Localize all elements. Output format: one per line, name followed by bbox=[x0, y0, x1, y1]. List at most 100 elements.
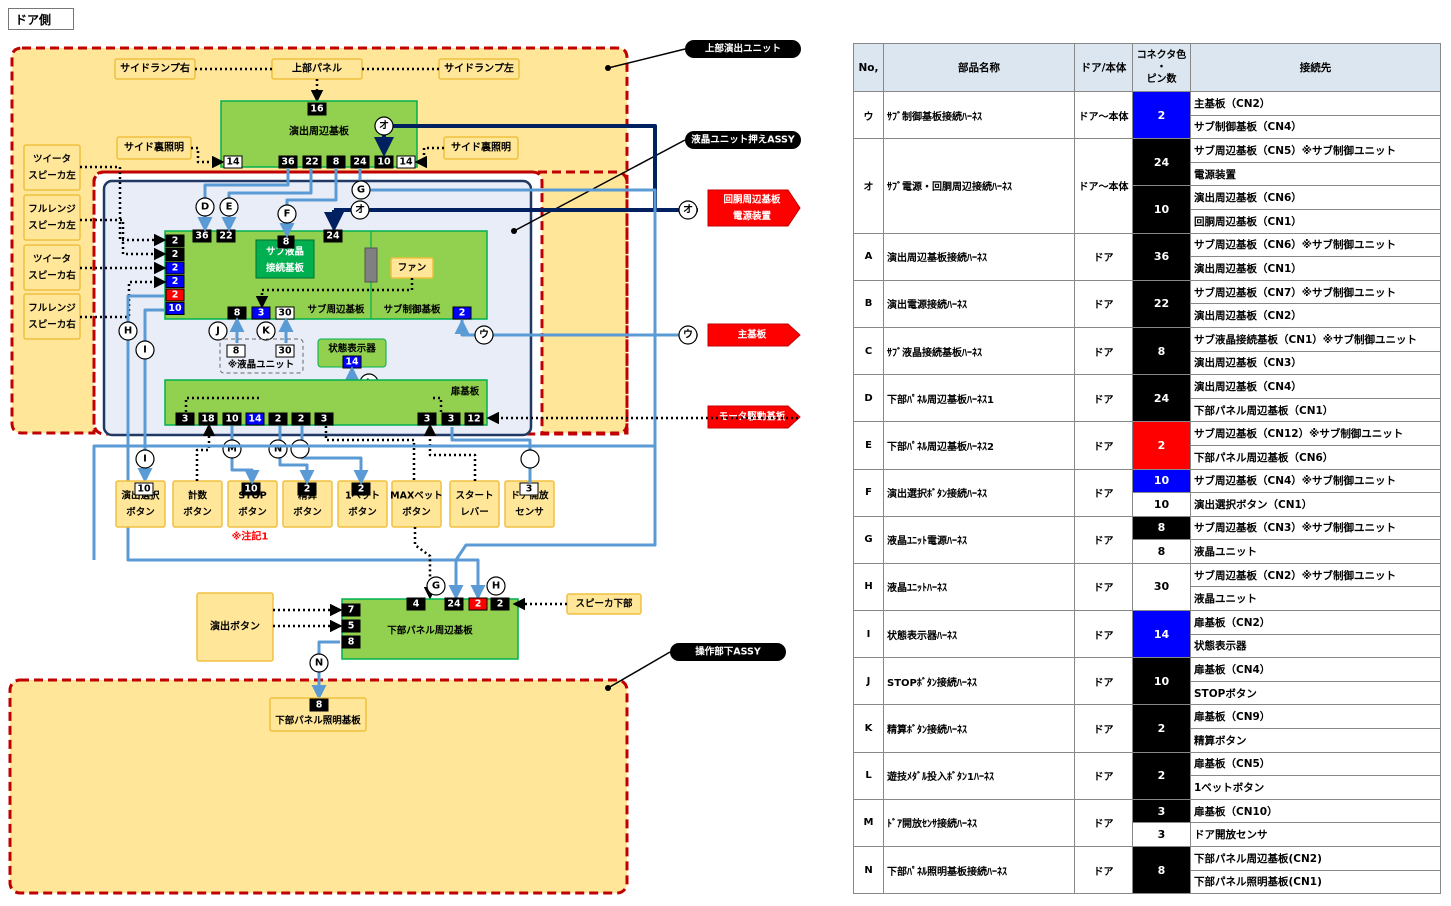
table-cell-connector: 2 bbox=[1132, 704, 1191, 753]
pin-tag-value: 24 bbox=[447, 599, 461, 610]
operation-unit-callout bbox=[670, 643, 786, 661]
table-cell-side: ドア bbox=[1074, 751, 1133, 800]
table-cell-connector: 2 bbox=[1132, 751, 1191, 800]
fullrange-right-box-label: スピーカ右 bbox=[28, 318, 76, 330]
table-cell-connector: 8 bbox=[1132, 539, 1191, 564]
pin-tag-value: 36 bbox=[195, 231, 209, 242]
table-cell-connector: 22 bbox=[1132, 279, 1191, 328]
table-cell-destination: サブ周辺基板（CN2）※サブ制御ユニット bbox=[1190, 562, 1441, 588]
sub-lcd-connection-board-label: 接続基板 bbox=[266, 262, 305, 274]
side-back-light-right-line bbox=[414, 146, 444, 169]
pin-tag bbox=[464, 412, 484, 426]
start-lever-line bbox=[423, 423, 477, 481]
side-back-light-left-box-label: サイド裏照明 bbox=[124, 141, 184, 154]
table-cell-connector: 8 bbox=[1132, 326, 1191, 376]
pin-tag-value: 10 bbox=[377, 157, 391, 168]
table-cell-name: 精算ﾎﾞﾀﾝ接続ﾊｰﾈｽ bbox=[883, 704, 1075, 753]
table-cell-side: ドア bbox=[1074, 232, 1133, 281]
sub-periph-board-label: サブ周辺基板 bbox=[307, 304, 365, 316]
pin-tag-value: 18 bbox=[201, 414, 215, 425]
pin-tag-value: 4 bbox=[413, 599, 420, 610]
table-cell-name: 下部ﾊﾟﾈﾙ周辺基板ﾊｰﾈｽ1 bbox=[883, 374, 1075, 423]
col-connector-line1: コネクタ色 bbox=[1136, 49, 1187, 61]
lcd-holder-callout-label: 液晶ユニット押えASSY bbox=[691, 134, 795, 146]
pin-tag bbox=[275, 344, 295, 358]
pin-tag-value: 7 bbox=[348, 605, 355, 616]
pin-tag-value: 3 bbox=[321, 414, 328, 425]
harness-marker-label: G bbox=[432, 581, 440, 592]
table-cell-no: D bbox=[853, 374, 884, 423]
pin-tag bbox=[165, 288, 185, 302]
harness-marker bbox=[678, 325, 698, 345]
table-cell-side: ドア bbox=[1074, 326, 1133, 376]
harness-marker bbox=[678, 200, 698, 220]
pin-tag-value: 24 bbox=[353, 157, 367, 168]
btn-maxbet-box bbox=[391, 480, 442, 528]
pin-tag-value: 8 bbox=[316, 700, 323, 711]
fullrange-right-box-label: フルレンジ bbox=[28, 303, 76, 314]
pin-tag-value: 2 bbox=[475, 599, 482, 610]
col-connector-line2: ・ bbox=[1156, 61, 1167, 73]
pin-tag bbox=[291, 412, 311, 426]
pin-tag bbox=[222, 412, 242, 426]
pin-tag-value: 10 bbox=[225, 414, 239, 425]
tweeter-right-box bbox=[23, 244, 81, 291]
pin-tag-value: 30 bbox=[278, 346, 292, 357]
operation-unit-callout-leader bbox=[607, 651, 671, 689]
table-cell-name: 状態表示器ﾊｰﾈｽ bbox=[883, 610, 1075, 659]
col-destination: 接続先 bbox=[1190, 43, 1441, 92]
table-cell-destination: 状態表示器 bbox=[1190, 633, 1441, 659]
harness-n-line bbox=[311, 640, 340, 700]
table-row: 状態表示器 bbox=[854, 633, 1441, 659]
pin-tag bbox=[307, 102, 327, 116]
btn-maxbet-box-label: ボタン bbox=[402, 506, 431, 518]
upper-unit-callout-leader bbox=[607, 48, 686, 69]
pin-tag-value: 3 bbox=[448, 414, 455, 425]
effect-periph-board-label: 演出周辺基板 bbox=[289, 125, 350, 138]
table-cell-destination: 演出周辺基板（CN4） bbox=[1190, 374, 1441, 399]
table-cell-no: I bbox=[853, 610, 884, 659]
fullrange-right-box bbox=[23, 293, 81, 340]
table-cell-side: ドア bbox=[1074, 657, 1133, 706]
pin-tag-value: 2 bbox=[172, 290, 179, 301]
table-cell-no: C bbox=[853, 326, 884, 376]
table-cell-destination: 下部パネル周辺基板（CN6） bbox=[1190, 444, 1441, 470]
table-cell-side: ドア bbox=[1074, 845, 1133, 895]
fullrange-left-box bbox=[23, 194, 81, 241]
harness-marker bbox=[374, 116, 394, 136]
note1-label: ※注記1 bbox=[232, 530, 269, 543]
table-cell-no: B bbox=[853, 279, 884, 328]
table-row: 演出周辺基板（CN1） bbox=[854, 256, 1441, 281]
table-cell-destination: 液晶ユニット bbox=[1190, 586, 1441, 612]
sub-control-board-label: サブ制御基板 bbox=[383, 304, 441, 316]
table-cell-no: M bbox=[853, 798, 884, 848]
pin-tag-value: 14 bbox=[345, 357, 359, 368]
table-cell-destination: 扉基板（CN4） bbox=[1190, 657, 1441, 682]
table-cell-side: ドア bbox=[1074, 279, 1133, 328]
pin-tag-value: 2 bbox=[304, 484, 311, 495]
table-cell-name: 液晶ﾕﾆｯﾄﾊｰﾈｽ bbox=[883, 562, 1075, 612]
table-cell-destination: 下部パネル周辺基板(CN2) bbox=[1190, 846, 1441, 871]
table-cell-side: ドア～本体 bbox=[1074, 138, 1133, 234]
rotary-periph-board bbox=[707, 189, 801, 227]
pin-tag-value: 14 bbox=[399, 157, 413, 168]
table-cell-side: ドア bbox=[1074, 421, 1133, 470]
table-cell-side: ドア bbox=[1074, 610, 1133, 659]
harness-marker bbox=[351, 180, 371, 200]
table-cell-destination: 1ベットボタン bbox=[1190, 775, 1441, 800]
side-lamp-left-box-label: サイドランプ左 bbox=[444, 62, 514, 75]
sub-lcd-connection-board-label: サブ液晶 bbox=[266, 245, 304, 257]
pin-tag-value: 22 bbox=[305, 157, 318, 168]
speaker-line bbox=[80, 218, 167, 261]
table-cell-connector: 3 bbox=[1132, 822, 1191, 847]
table-cell-name: STOPﾎﾞﾀﾝ接続ﾊｰﾈｽ bbox=[883, 657, 1075, 706]
door-board-label: 扉基板 bbox=[450, 386, 480, 398]
pin-tag-value: 8 bbox=[283, 237, 290, 248]
pin-tag-value: 2 bbox=[298, 414, 305, 425]
